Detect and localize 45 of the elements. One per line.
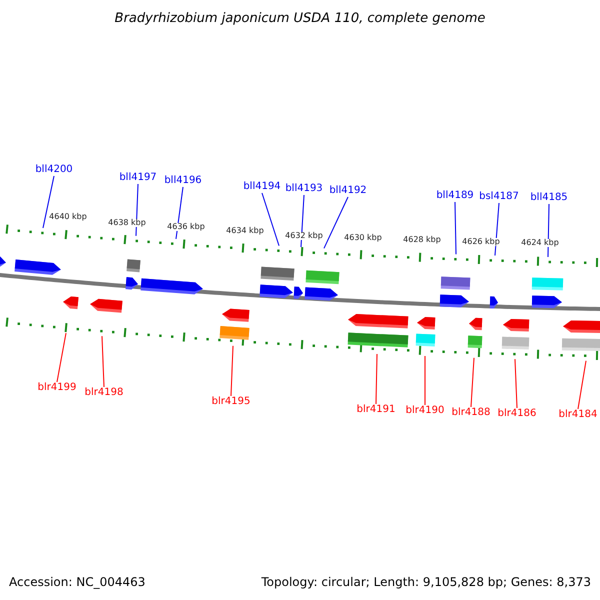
title: Bradyrhizobium japonicum USDA 110, complete genome xyxy=(114,12,486,25)
leader-line xyxy=(262,192,280,246)
gene-label: blr4186 xyxy=(498,409,536,419)
gene-label: blr4199 xyxy=(38,383,76,393)
gene-label: blr4195 xyxy=(212,397,250,407)
scale-label: 4634 kbp xyxy=(225,227,265,235)
leader-line xyxy=(136,184,138,236)
genome-info-text: Topology: circular; Length: 9,105,828 bp; Genes: 8,373 xyxy=(261,576,591,588)
scale-label: 4638 kbp xyxy=(107,219,147,227)
leader-line xyxy=(470,357,474,408)
scale-label: 4626 kbp xyxy=(461,238,501,246)
gene-label: bll4185 xyxy=(530,193,568,203)
scale-label: 4636 kbp xyxy=(166,223,206,231)
scale-ruler xyxy=(6,318,598,360)
gene-label: bll4194 xyxy=(243,182,281,192)
gene-label: blr4198 xyxy=(84,388,124,398)
leader-line xyxy=(494,202,500,256)
leader-line xyxy=(578,360,586,410)
leader-line xyxy=(376,353,378,404)
gene-label: bll4196 xyxy=(164,176,202,186)
gene-label: bll4197 xyxy=(119,173,157,183)
gene-label: bll4189 xyxy=(436,191,474,201)
leader-line xyxy=(424,356,426,406)
leader-line xyxy=(514,358,518,408)
scale-label: 4630 kbp xyxy=(343,234,383,242)
leader-line xyxy=(324,196,348,249)
gene-label: blr4184 xyxy=(558,410,598,420)
leader-line xyxy=(176,186,184,240)
scale-label: 4632 kbp xyxy=(284,232,324,240)
leader-line xyxy=(56,332,66,382)
gene-label: blr4188 xyxy=(452,408,490,418)
leader-line xyxy=(454,202,456,255)
gene-label: blr4190 xyxy=(406,406,444,416)
gene-label: bll4192 xyxy=(329,186,367,196)
gene-label: blr4191 xyxy=(356,405,396,415)
scale-label: 4640 kbp xyxy=(48,213,88,221)
leader-line xyxy=(102,336,104,388)
accession-text: Accession: NC_004463 xyxy=(9,576,146,588)
gene-label: bsl4187 xyxy=(479,192,519,202)
gene-label: bll4200 xyxy=(35,165,73,175)
gene-label: bll4193 xyxy=(285,184,323,194)
scale-label: 4628 kbp xyxy=(402,236,442,244)
leader-line xyxy=(42,176,54,229)
leader-line xyxy=(230,345,234,396)
scale-label: 4624 kbp xyxy=(520,239,560,247)
